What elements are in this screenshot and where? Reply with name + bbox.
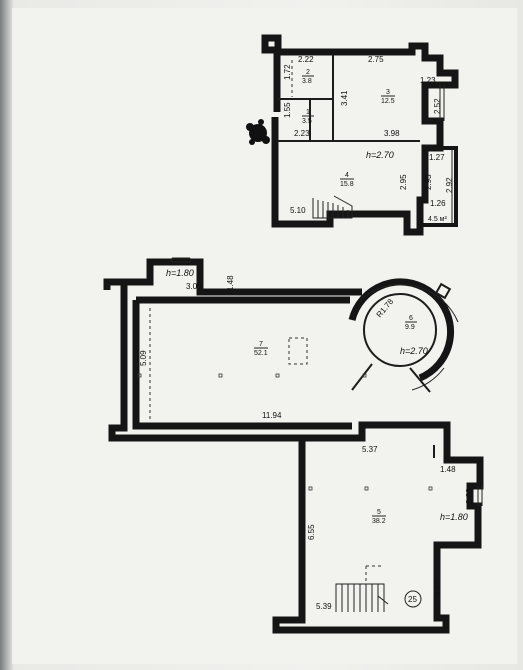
dashed-fixture <box>288 337 308 365</box>
lower-plan-hall-wall <box>302 421 386 442</box>
upper-plan: 2.22 2.75 1.72 1.23 3.41 1.55 2.52 2.23 … <box>246 34 459 236</box>
dim-label: 2.95 <box>399 174 408 190</box>
lower-plan-top-wall <box>124 258 362 296</box>
room-label-6: 6 9.9 <box>405 315 417 331</box>
dim-label: 1.48 <box>226 275 235 291</box>
upper-stairs <box>312 195 353 219</box>
marker-point <box>364 486 369 491</box>
dim-label: 2.52 <box>433 98 442 114</box>
lower-plan: h=1.80 3.00 1.48 5.09 11.94 R1.78 h=2.70… <box>103 257 484 634</box>
room-number: 5 <box>377 509 381 516</box>
radius-label: R1.78 <box>375 297 396 320</box>
room-label-2: 2 3.8 <box>302 69 314 85</box>
room-area: 3.5 <box>302 118 312 125</box>
room-label-3: 3 12.5 <box>381 89 395 105</box>
dim-label: 5.37 <box>362 445 378 454</box>
dim-label: 5.10 <box>290 206 306 215</box>
dim-label: 1.26 <box>430 199 446 208</box>
marker-point <box>362 373 367 378</box>
room-area: 12.5 <box>381 98 395 105</box>
ink-blot <box>246 119 270 145</box>
height-label-left: h=1.80 <box>166 268 194 278</box>
lower-plan-exterior-wall <box>103 278 484 634</box>
dim-label: 1.72 <box>283 64 292 80</box>
lower-plan-inner-wall <box>132 300 352 430</box>
dim-label: 2.92 <box>445 177 454 193</box>
room-area: 9.9 <box>405 324 415 331</box>
round-room-arc-lower <box>411 367 445 391</box>
lower-stairs <box>335 565 389 612</box>
marker-point <box>275 373 280 378</box>
room-label-5: 5 38.2 <box>372 509 386 525</box>
round-room <box>348 278 459 393</box>
dim-label: 2.22 <box>298 55 314 64</box>
dim-label: 2.23 <box>294 129 310 138</box>
marker-point <box>308 486 313 491</box>
dim-label: 2.83 <box>465 488 474 504</box>
dim-label: 2.93 <box>424 174 433 190</box>
dim-label: 5.09 <box>139 350 148 366</box>
round-room-arc-outer <box>359 283 459 323</box>
dim-label: 3.00 <box>186 282 202 291</box>
ceiling-height-label: h=2.70 <box>366 150 394 160</box>
dim-label: 3.98 <box>384 129 400 138</box>
round-room-window <box>434 282 452 300</box>
dim-label: 6.55 <box>307 524 316 540</box>
dim-label: 1.48 <box>440 465 456 474</box>
room-number: 3 <box>386 89 390 96</box>
dim-label: 2.75 <box>368 55 384 64</box>
sheet-number-text: 25 <box>408 595 417 604</box>
room-label-7: 7 52.1 <box>254 341 268 357</box>
plan-sheet <box>12 8 517 664</box>
room-area: 3.8 <box>302 78 312 85</box>
dim-label: 3.41 <box>340 90 349 106</box>
marker-point <box>137 373 142 378</box>
round-room-inner-circle <box>363 293 437 367</box>
dim-label: 11.94 <box>262 411 282 420</box>
height-label-right: h=1.80 <box>440 512 468 522</box>
dim-label: 1.27 <box>429 153 445 162</box>
dim-label: 1.55 <box>283 102 292 118</box>
room-number: 4 <box>345 172 349 179</box>
dim-label: 2.57 <box>433 580 442 596</box>
marker-point <box>428 486 433 491</box>
balcony-area-label: 4.5 м² <box>428 216 447 223</box>
room-number: 6 <box>409 315 413 322</box>
room-area: 52.1 <box>254 350 268 357</box>
marker-point <box>218 373 223 378</box>
room-label-1: 1 3.5 <box>302 109 314 125</box>
height-label-round: h=2.70 <box>400 346 428 356</box>
room-label-4: 4 15.8 <box>340 172 354 188</box>
sheet-number: 25 <box>404 590 422 608</box>
room-number: 1 <box>306 109 310 116</box>
dim-label: 5.39 <box>316 602 332 611</box>
dim-label: 1.23 <box>420 76 436 85</box>
room-number: 2 <box>306 69 310 76</box>
room-area: 15.8 <box>340 181 354 188</box>
room-number: 7 <box>259 341 263 348</box>
balcony-wall <box>420 146 458 227</box>
room-area: 38.2 <box>372 518 386 525</box>
